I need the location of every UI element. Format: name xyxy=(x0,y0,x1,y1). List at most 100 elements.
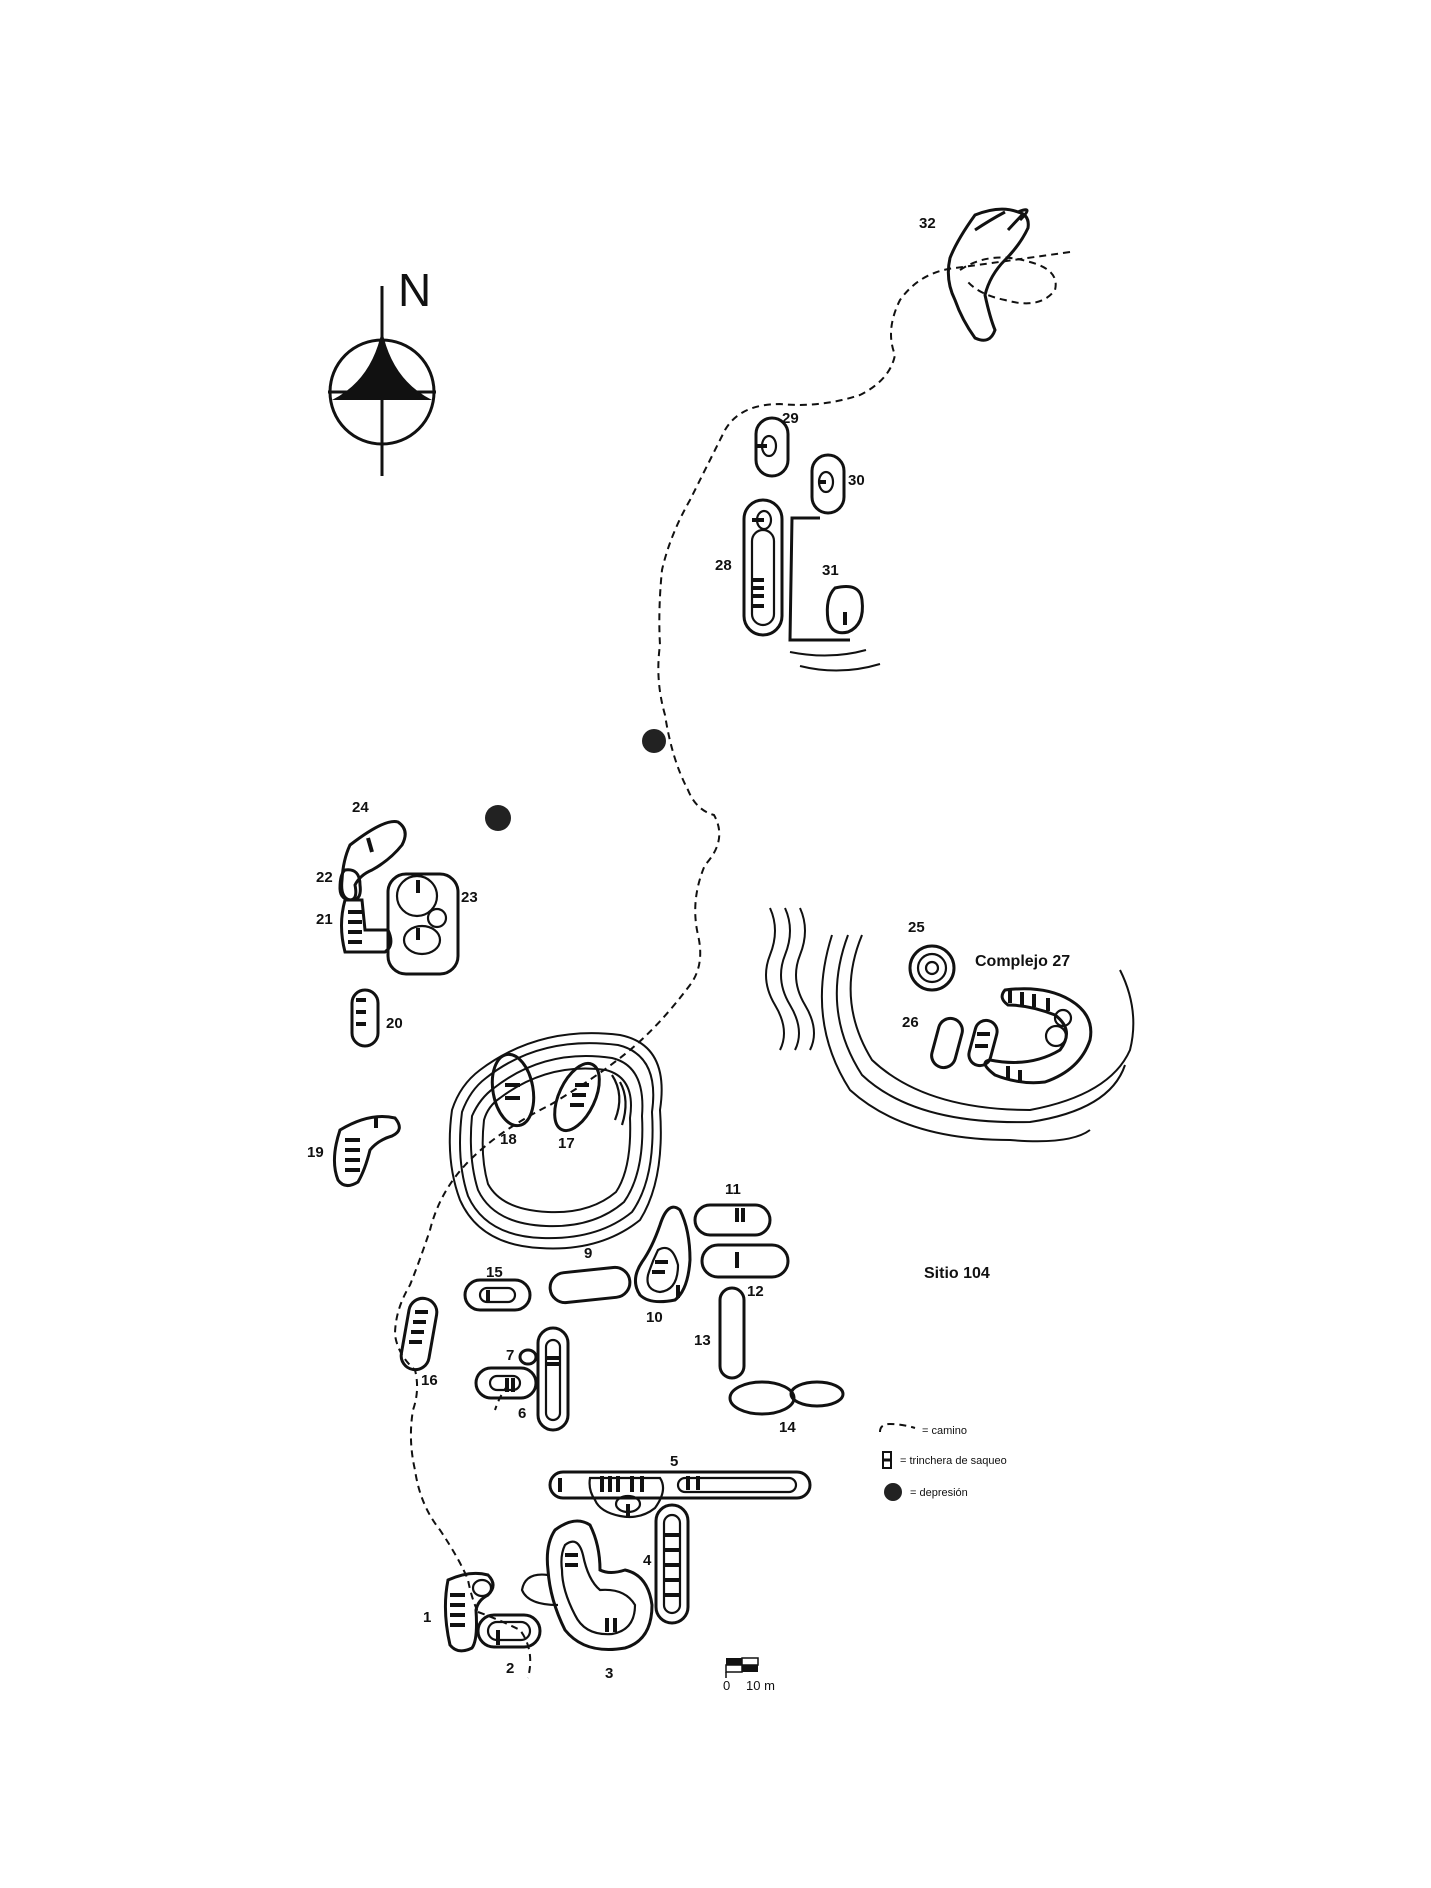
label-9: 9 xyxy=(584,1245,592,1262)
north-arrow-icon xyxy=(328,286,436,476)
label-12: 12 xyxy=(747,1283,764,1300)
structure-5-inner xyxy=(676,1476,798,1494)
complex-label: Complejo 27 xyxy=(975,953,1070,970)
structure-25-inner xyxy=(916,952,948,984)
structure-1-inner xyxy=(471,1578,493,1598)
structure-6 xyxy=(474,1366,538,1400)
label-20: 20 xyxy=(386,1015,403,1032)
structure-28-inner xyxy=(750,528,776,627)
complejo-27-inner-b xyxy=(1053,1008,1073,1028)
label-13: 13 xyxy=(694,1332,711,1349)
structure-32 xyxy=(946,207,1030,342)
structure-12 xyxy=(700,1243,790,1279)
depression-marker xyxy=(642,729,666,753)
camino-loop-32 xyxy=(959,256,1057,305)
structure-2 xyxy=(476,1613,542,1649)
structure-1 xyxy=(443,1571,495,1653)
structure-28 xyxy=(742,498,784,637)
label-3: 3 xyxy=(605,1665,613,1682)
structure-10 xyxy=(634,1205,692,1304)
label-22: 22 xyxy=(316,869,333,886)
label-26: 26 xyxy=(902,1014,919,1031)
label-30: 30 xyxy=(848,472,865,489)
structure-6-long xyxy=(536,1326,570,1432)
scale-bar xyxy=(725,1657,759,1678)
scale-start-label: 0 xyxy=(723,1678,730,1693)
label-31: 31 xyxy=(822,562,839,579)
legend-path-label: = camino xyxy=(922,1425,967,1437)
structure-23-inner-c xyxy=(426,907,448,929)
structure-19 xyxy=(333,1115,401,1187)
label-14: 14 xyxy=(779,1419,796,1436)
complejo-27-inner-a xyxy=(1044,1024,1068,1048)
label-32: 32 xyxy=(919,215,936,232)
depression-marker xyxy=(485,805,511,831)
label-18: 18 xyxy=(500,1131,517,1148)
trench-marker xyxy=(366,837,374,853)
structure-24 xyxy=(340,819,407,902)
structure-20 xyxy=(350,988,380,1048)
structure-15-inner xyxy=(478,1286,517,1304)
legend-trench-label: = trinchera de saqueo xyxy=(900,1455,1007,1467)
legend-path-icon xyxy=(879,1422,916,1433)
label-23: 23 xyxy=(461,889,478,906)
label-28: 28 xyxy=(715,557,732,574)
structure-15 xyxy=(463,1278,532,1312)
label-6: 6 xyxy=(518,1405,526,1422)
label-7: 7 xyxy=(506,1347,514,1364)
structure-7 xyxy=(518,1348,538,1366)
label-19: 19 xyxy=(307,1144,324,1161)
label-10: 10 xyxy=(646,1309,663,1326)
legend: = camino = trinchera de saqueo = depresi… xyxy=(879,1422,1007,1501)
label-2: 2 xyxy=(506,1660,514,1677)
structure-14 xyxy=(728,1380,796,1416)
structure-13 xyxy=(718,1286,746,1380)
structure-16 xyxy=(399,1296,439,1372)
structure-9 xyxy=(548,1265,632,1305)
structure-32-arm xyxy=(974,210,1024,232)
structure-14b xyxy=(789,1380,845,1408)
label-21: 21 xyxy=(316,911,333,928)
label-16: 16 xyxy=(421,1372,438,1389)
label-24: 24 xyxy=(352,799,369,816)
terrace-line xyxy=(799,663,881,672)
site-label: Sitio 104 xyxy=(924,1265,990,1282)
structure-2-inner xyxy=(486,1620,532,1642)
structure-25-center xyxy=(924,960,940,976)
label-29: 29 xyxy=(782,410,799,427)
central-mound xyxy=(448,1032,663,1250)
label-5: 5 xyxy=(670,1453,678,1470)
structure-11 xyxy=(693,1203,772,1237)
structure-5-west-inner xyxy=(588,1476,665,1519)
structure-31 xyxy=(825,585,864,635)
structure-18 xyxy=(490,1052,536,1128)
label-17: 17 xyxy=(558,1135,575,1152)
label-4: 4 xyxy=(643,1552,652,1569)
structure-4 xyxy=(654,1503,690,1625)
platform-28-31 xyxy=(788,516,850,642)
structure-complejo-27 xyxy=(983,987,1093,1085)
structure-26 xyxy=(930,1016,964,1070)
scale-end-label: 10 m xyxy=(746,1678,775,1693)
structure-23-inner-a xyxy=(395,874,439,918)
structure-3-inner xyxy=(560,1540,637,1636)
structure-30 xyxy=(810,453,846,515)
structure-10-inner xyxy=(646,1246,680,1294)
legend-depression-icon xyxy=(884,1483,902,1501)
structure-23-inner-b xyxy=(402,924,442,956)
label-15: 15 xyxy=(486,1264,503,1281)
structure-3-west xyxy=(520,1573,559,1607)
structure-25 xyxy=(908,944,956,992)
terrace-line xyxy=(789,649,867,657)
structure-6-long-inner xyxy=(544,1338,562,1422)
complejo-27-terraces xyxy=(765,907,1135,1143)
label-11: 11 xyxy=(725,1181,741,1198)
north-label: N xyxy=(398,264,431,316)
structure-17-arc xyxy=(611,1074,627,1126)
structure-23 xyxy=(386,872,460,976)
label-1: 1 xyxy=(423,1609,431,1626)
legend-depression-label: = depresión xyxy=(910,1487,968,1499)
structure-3 xyxy=(545,1519,654,1652)
structure-5 xyxy=(548,1470,812,1500)
